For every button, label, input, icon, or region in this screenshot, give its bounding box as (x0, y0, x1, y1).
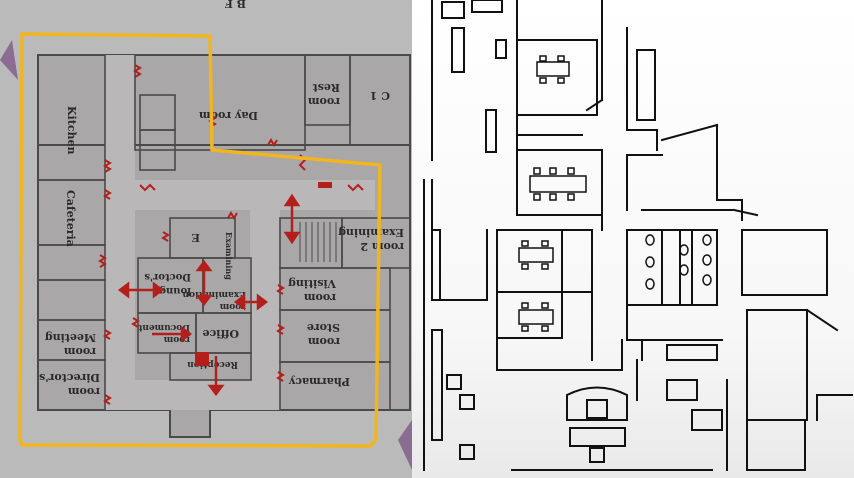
document-room-label-2: room (163, 334, 190, 344)
restroom-block (626, 229, 718, 306)
purple-corner-mark (398, 420, 412, 470)
doctors-lounge-label-1: Doctor's (144, 271, 191, 282)
office-label: Office (203, 327, 240, 340)
scanned-floor-plan: B F (0, 0, 412, 478)
top-block (441, 1, 465, 19)
directors-room-outline (37, 359, 106, 411)
door-marker (139, 183, 156, 192)
office-room (516, 39, 598, 116)
table (518, 247, 554, 263)
meeting-room-label-2: room (64, 345, 96, 358)
rest-room-label-2: room (308, 95, 340, 108)
door-markers (98, 64, 364, 405)
kitchen-label: Kitchen (65, 106, 78, 155)
door-marker (347, 183, 364, 192)
rest-room-label-1: Rest (312, 81, 340, 94)
document-room-label-1: Document (137, 322, 190, 332)
door-marker (276, 284, 285, 295)
walls (423, 0, 853, 471)
visiting-room-label-2: room (304, 291, 336, 304)
reception-label: Reception (187, 359, 238, 369)
door-marker (276, 371, 285, 382)
directors-room-label-1: Director's (39, 371, 100, 384)
door-marker (267, 138, 278, 147)
e-room-label: E (192, 231, 200, 244)
door-block (318, 182, 332, 188)
store-room-label-2: room (308, 335, 340, 348)
doctors-lounge-label-2: lounge (153, 285, 191, 296)
exam-room-1-label-1: Examination (182, 289, 246, 299)
reception-desk (566, 386, 628, 421)
cafeteria-label: Cafeteria (64, 190, 77, 247)
door-marker (133, 64, 142, 78)
reception-marker (195, 352, 209, 366)
table (536, 61, 570, 77)
door-marker (103, 159, 112, 173)
pharmacy-outline (279, 361, 391, 411)
floor-code: B F (225, 0, 246, 10)
c1-label: C 1 (370, 89, 390, 102)
day-room-label: Day room (199, 109, 258, 122)
right-room (746, 309, 808, 421)
scanned-floor-plan-panel: B F (0, 0, 412, 478)
door-marker (103, 394, 112, 405)
visiting-room-label-1: Visiting (288, 277, 337, 290)
exam-room-2-label-1: Examining (338, 226, 404, 239)
door-marker (161, 231, 170, 242)
exam-room-small-label-1: Examining (224, 232, 234, 280)
purple-corner-mark (0, 40, 18, 80)
reception-outline (169, 352, 252, 381)
room-labels: Kitchen Day room Rest room C 1 Cafeteria… (39, 81, 404, 398)
furniture (518, 55, 712, 332)
door-marker (103, 189, 112, 200)
store-room-label-1: Store (307, 321, 340, 334)
exam-room-1-label-2: room (219, 301, 246, 311)
door-marker (103, 329, 112, 340)
office-room (496, 291, 563, 339)
line-floor-plan-panel (412, 0, 854, 478)
top-block (471, 0, 503, 13)
directors-room-label-2: room (68, 385, 100, 398)
c1-outline (349, 54, 411, 146)
door-marker (131, 317, 140, 328)
right-room (741, 229, 828, 296)
door-marker (276, 324, 285, 335)
highlight-outline (18, 32, 382, 448)
exam-room-2-label-2: room 2 (360, 240, 404, 253)
table (518, 309, 554, 325)
door-marker (98, 254, 107, 268)
line-floor-plan (423, 0, 853, 471)
table (529, 175, 587, 193)
staircase (299, 222, 337, 262)
meeting-room-label-1: Meeting (45, 331, 96, 344)
top-wing (37, 54, 411, 146)
pharmacy-label: Pharmacy (288, 375, 350, 388)
direction-arrows (117, 193, 301, 397)
door-marker (227, 211, 238, 220)
